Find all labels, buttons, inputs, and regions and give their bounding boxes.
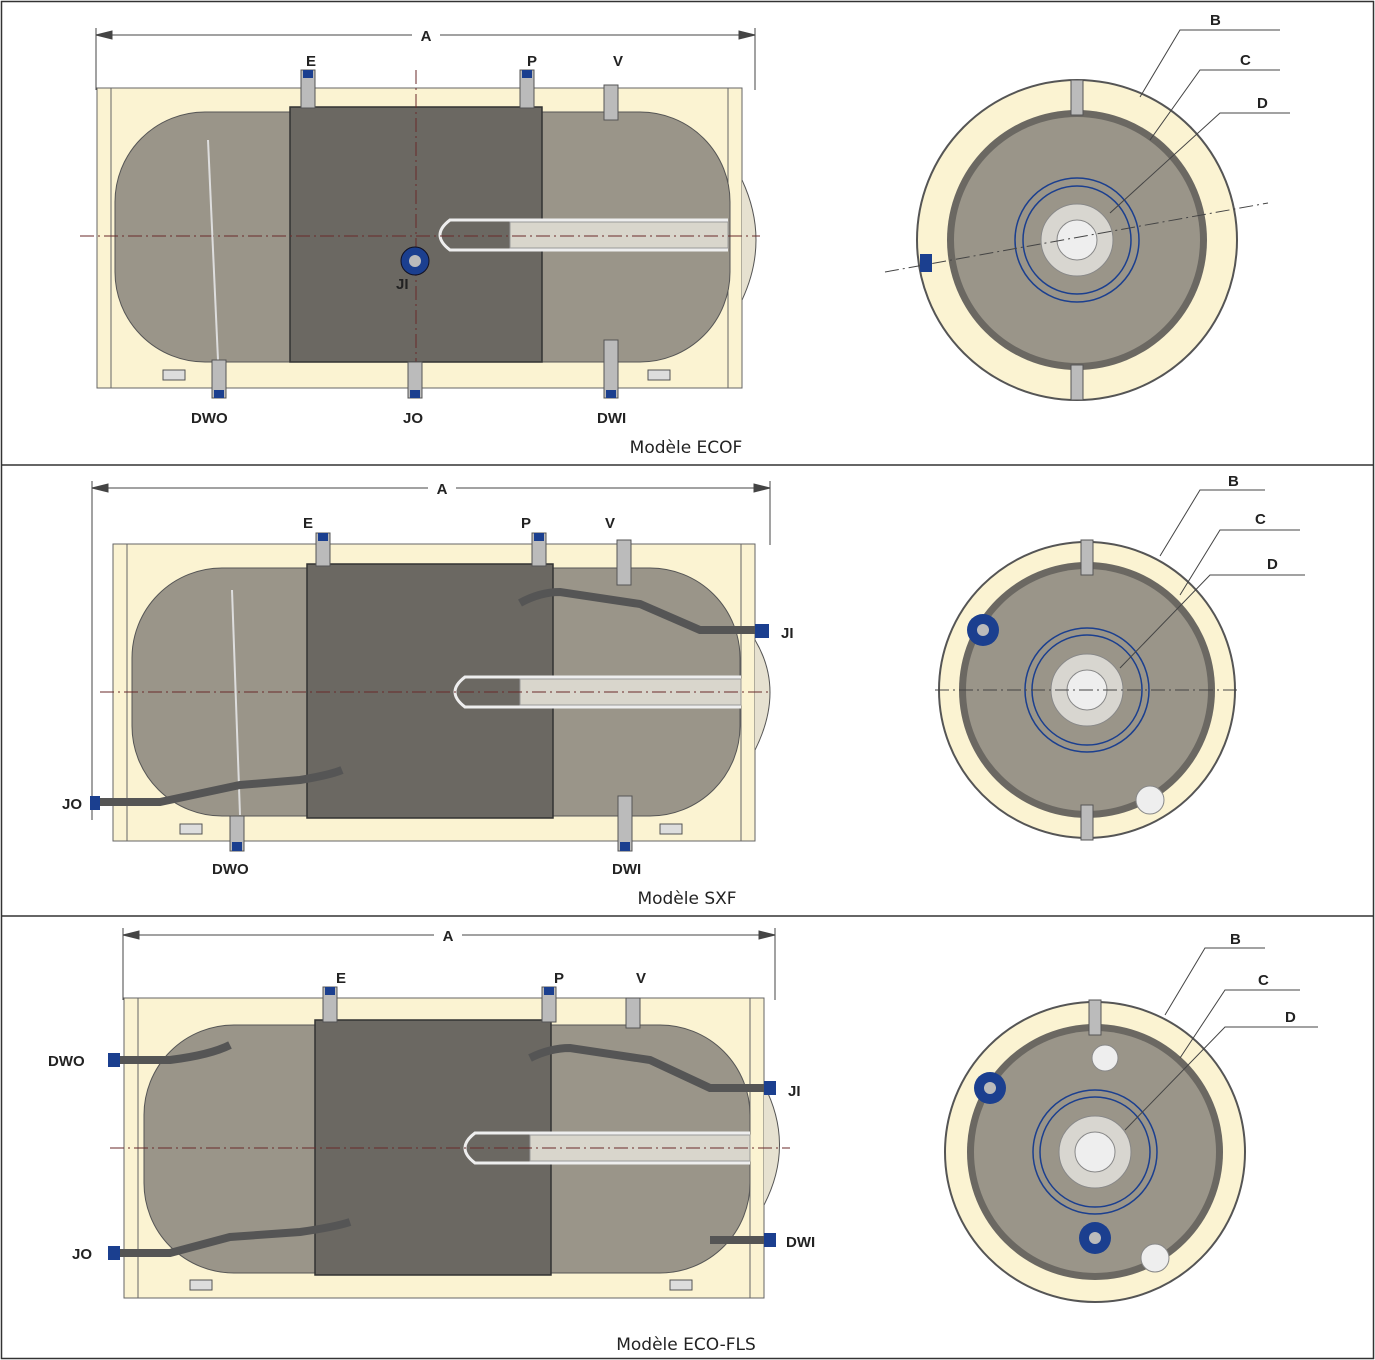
leader-lines: [1109, 29, 1290, 214]
label-d: D: [1257, 95, 1268, 112]
label-dwi: DWI: [612, 861, 641, 878]
heat-exchanger-core: [306, 563, 554, 819]
label-jo: JO: [72, 1246, 92, 1263]
label-c: C: [1255, 511, 1266, 528]
end-view: [884, 79, 1269, 401]
end-view: [944, 999, 1246, 1303]
label-b: B: [1228, 473, 1239, 490]
panel-caption: Modèle SXF: [637, 889, 736, 909]
side-view: [80, 69, 760, 400]
label-e: E: [336, 970, 346, 987]
nozzle-v: [616, 539, 632, 586]
label-e: E: [306, 53, 316, 70]
panel-caption: Modèle ECO-FLS: [616, 1335, 756, 1355]
side-view: [108, 986, 790, 1299]
leader-lines: [1124, 947, 1318, 1131]
label-c: C: [1258, 972, 1269, 989]
label-b: B: [1210, 12, 1221, 29]
label-v: V: [605, 515, 615, 532]
label-ji: JI: [781, 625, 794, 642]
label-ji: JI: [788, 1083, 801, 1100]
leader-lines: [1119, 489, 1305, 669]
label-dwi: DWI: [786, 1234, 815, 1251]
label-jo: JO: [403, 410, 423, 427]
label-a: A: [437, 481, 448, 498]
label-b: B: [1230, 931, 1241, 948]
panel-sxf: A: [62, 473, 1305, 909]
nozzle-dwi: [603, 339, 619, 399]
heating-element: [438, 218, 729, 252]
side-view: [90, 532, 771, 852]
label-dwo: DWO: [191, 410, 228, 427]
label-p: P: [527, 53, 537, 70]
label-ji: JI: [396, 276, 409, 293]
label-a: A: [421, 28, 432, 45]
label-v: V: [613, 53, 623, 70]
label-d: D: [1267, 556, 1278, 573]
label-dwo: DWO: [48, 1053, 85, 1070]
label-v: V: [636, 970, 646, 987]
panel-caption: Modèle ECOF: [630, 438, 743, 458]
label-dwi: DWI: [597, 410, 626, 427]
label-d: D: [1285, 1009, 1296, 1026]
label-c: C: [1240, 52, 1251, 69]
label-p: P: [521, 515, 531, 532]
label-e: E: [303, 515, 313, 532]
end-view: [935, 539, 1240, 841]
panel-ecof: A: [80, 12, 1290, 458]
label-a: A: [443, 928, 454, 945]
nozzle-v: [603, 84, 619, 121]
label-p: P: [554, 970, 564, 987]
nozzle-v: [625, 997, 641, 1029]
panel-eco-fls: A: [48, 926, 1318, 1355]
label-jo: JO: [62, 796, 82, 813]
label-dwo: DWO: [212, 861, 249, 878]
